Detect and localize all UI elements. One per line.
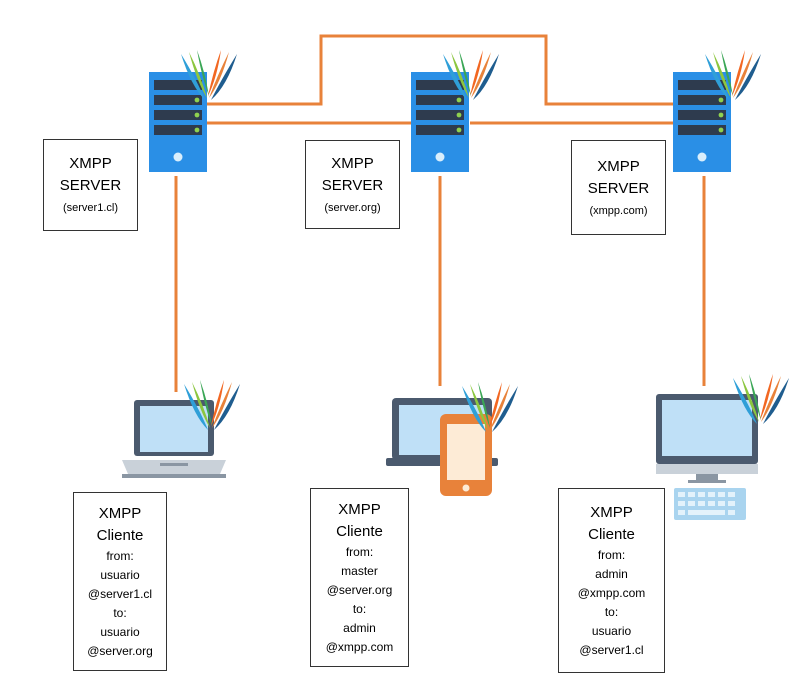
client-to-domain: @server.org	[87, 643, 153, 658]
client-label-client1: XMPP Cliente from: usuario @server1.cl t…	[73, 492, 167, 671]
link-server1-server3-top	[206, 34, 673, 106]
client-from-domain: @server1.cl	[87, 586, 153, 601]
client-label-line1: XMPP	[338, 500, 381, 518]
server-domain: (server.org)	[324, 201, 381, 214]
client-from-user: admin	[595, 566, 628, 581]
server-label-line2: SERVER	[321, 176, 384, 194]
client-from-label: from:	[106, 548, 134, 563]
server-label-server3: XMPP SERVER (xmpp.com)	[571, 140, 666, 235]
server-label-line1: XMPP	[69, 155, 112, 172]
client-to-user: usuario	[100, 624, 140, 639]
client-to-domain: @xmpp.com	[325, 639, 394, 654]
server-label-line1: XMPP	[331, 154, 374, 172]
desktop-computer-icon	[656, 394, 758, 520]
client-from-label: from:	[345, 544, 374, 559]
client-to-label: to:	[352, 601, 367, 616]
client-label-client3: XMPP Cliente from: admin @xmpp.com to: u…	[558, 488, 665, 673]
client-label-line2: Cliente	[96, 526, 144, 544]
server-label-line2: SERVER	[59, 177, 122, 194]
server-domain: (xmpp.com)	[589, 204, 648, 217]
client-from-domain: @xmpp.com	[577, 585, 646, 600]
server-label-line2: SERVER	[587, 179, 650, 197]
client-label-line2: Cliente	[588, 525, 635, 543]
server-domain: (server1.cl)	[62, 202, 118, 214]
server-label-line1: XMPP	[597, 157, 640, 175]
client-to-user: usuario	[591, 623, 632, 638]
client-from-user: usuario	[100, 567, 140, 582]
client-from-user: master	[341, 563, 378, 578]
connection-lines	[174, 34, 706, 392]
client-label-client2: XMPP Cliente from: master @server.org to…	[310, 488, 409, 667]
client-label-line1: XMPP	[590, 503, 633, 521]
laptop-icon	[122, 400, 226, 478]
client-from-domain: @server.org	[326, 582, 393, 597]
server-label-server2: XMPP SERVER (server.org)	[305, 140, 400, 229]
server-label-server1: XMPP SERVER (server1.cl)	[43, 139, 138, 231]
client-from-label: from:	[597, 547, 626, 562]
client-label-line1: XMPP	[98, 504, 142, 522]
laptop-phone-icon	[386, 398, 498, 496]
client-to-user: admin	[343, 620, 376, 635]
client-to-label: to:	[113, 605, 127, 620]
client-to-label: to:	[604, 604, 619, 619]
client-label-line2: Cliente	[336, 522, 383, 540]
client-to-domain: @server1.cl	[579, 642, 644, 657]
